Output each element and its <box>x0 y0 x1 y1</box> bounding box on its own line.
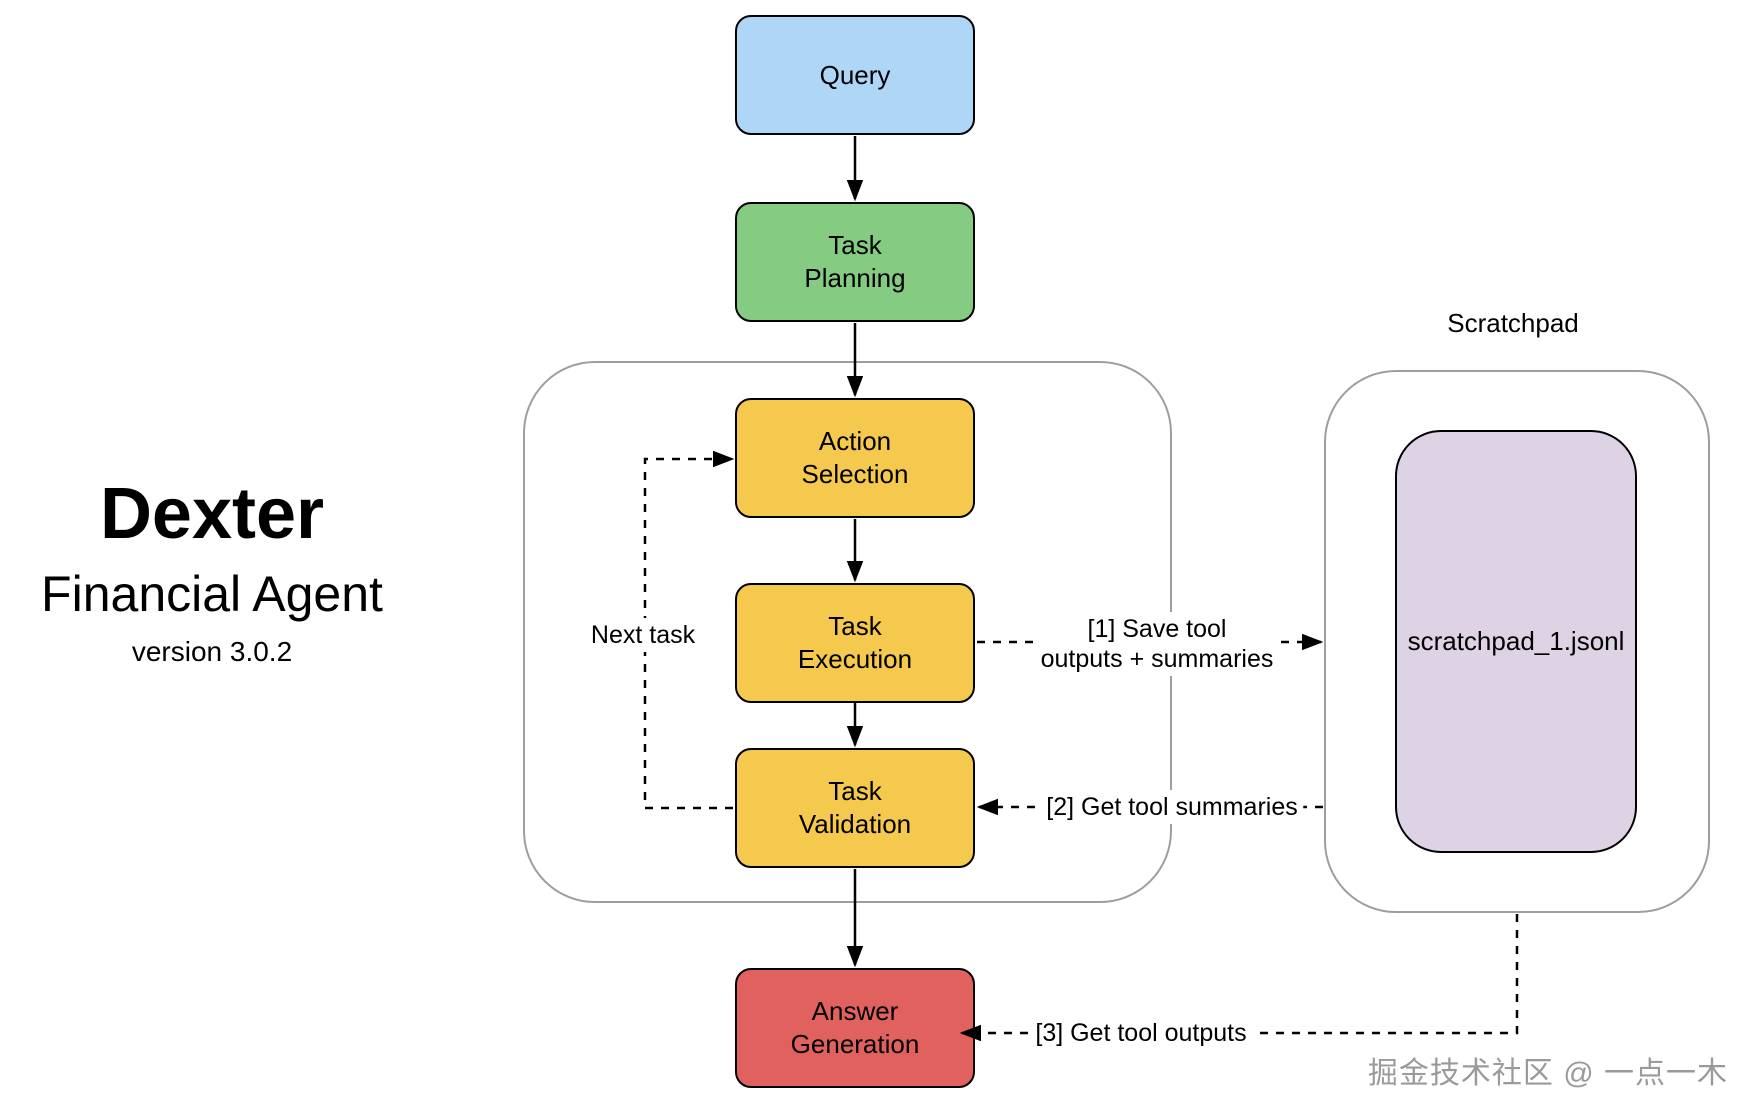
flow-node-task-planning: Task Planning <box>735 202 975 322</box>
flow-node-answer-generation: Answer Generation <box>735 968 975 1088</box>
page-subtitle: Financial Agent <box>41 566 383 622</box>
edge-label-get-outputs: [3] Get tool outputs <box>1029 1016 1253 1050</box>
flow-node-task-execution: Task Execution <box>735 583 975 703</box>
version-label: version 3.0.2 <box>131 636 293 667</box>
flow-node-action-selection: Action Selection <box>735 398 975 518</box>
flow-node-query: Query <box>735 15 975 135</box>
edge-label-next-task: Next task <box>584 618 702 652</box>
page-title: Dexter <box>99 474 325 554</box>
edge-label-save-outputs: [1] Save tool outputs + summaries <box>1034 612 1280 676</box>
scratchpad-file-box: scratchpad_1.jsonl <box>1395 430 1637 853</box>
flow-node-task-validation: Task Validation <box>735 748 975 868</box>
edge-label-get-summaries: [2] Get tool summaries <box>1040 790 1304 824</box>
watermark-text: 掘金技术社区 @ 一点一木 <box>1367 1057 1728 1090</box>
scratchpad-file-label: scratchpad_1.jsonl <box>1407 626 1625 656</box>
brand-block: Dexter Financial Agent version 3.0.2 <box>12 470 412 674</box>
scratchpad-title: Scratchpad <box>1447 308 1579 338</box>
